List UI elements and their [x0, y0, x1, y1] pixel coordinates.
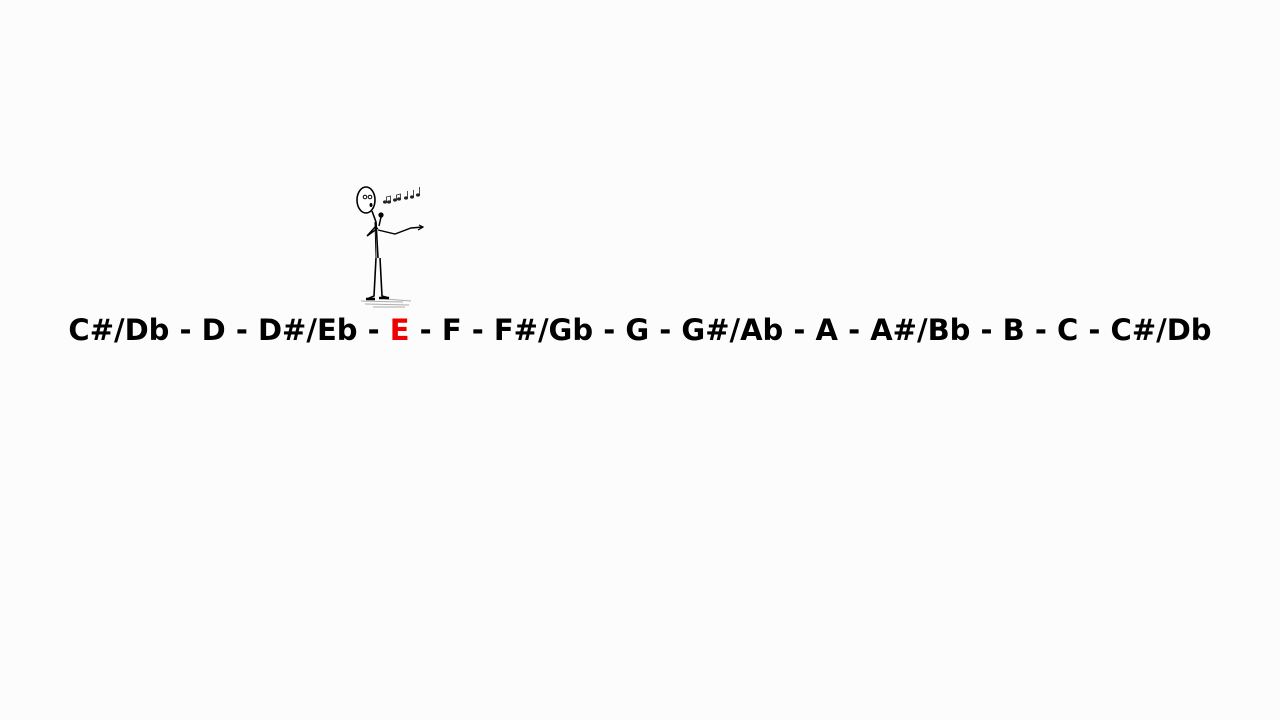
separator: - [225, 313, 258, 347]
note-c-sharp-d-flat-octave: C#/Db [1110, 313, 1212, 347]
separator: - [649, 313, 682, 347]
separator: - [357, 313, 390, 347]
separator: - [593, 313, 626, 347]
note-e-highlighted: E [389, 313, 410, 347]
note-c-sharp-d-flat: C#/Db [68, 313, 170, 347]
note-b: B [1002, 313, 1025, 347]
separator: - [1078, 313, 1111, 347]
separator: - [1024, 313, 1058, 347]
separator: - [461, 313, 494, 347]
note-c: C [1057, 313, 1079, 347]
note-g-sharp-a-flat: G#/Ab [681, 313, 784, 347]
separator: - [409, 313, 442, 347]
singing-stick-figure-icon [356, 186, 425, 308]
note-a-sharp-b-flat: A#/Bb [870, 313, 971, 347]
chromatic-scale: C#/Db - D - D#/Eb - E - F - F#/Gb - G - … [0, 310, 1280, 350]
note-f: F [441, 313, 462, 347]
separator: - [838, 313, 871, 347]
separator: - [169, 313, 202, 347]
note-a: A [815, 313, 838, 347]
separator: - [783, 313, 816, 347]
note-d: D [201, 313, 226, 347]
note-d-sharp-e-flat: D#/Eb [257, 313, 358, 347]
separator: - [970, 313, 1003, 347]
note-g: G [625, 313, 650, 347]
note-f-sharp-g-flat: F#/Gb [493, 313, 594, 347]
